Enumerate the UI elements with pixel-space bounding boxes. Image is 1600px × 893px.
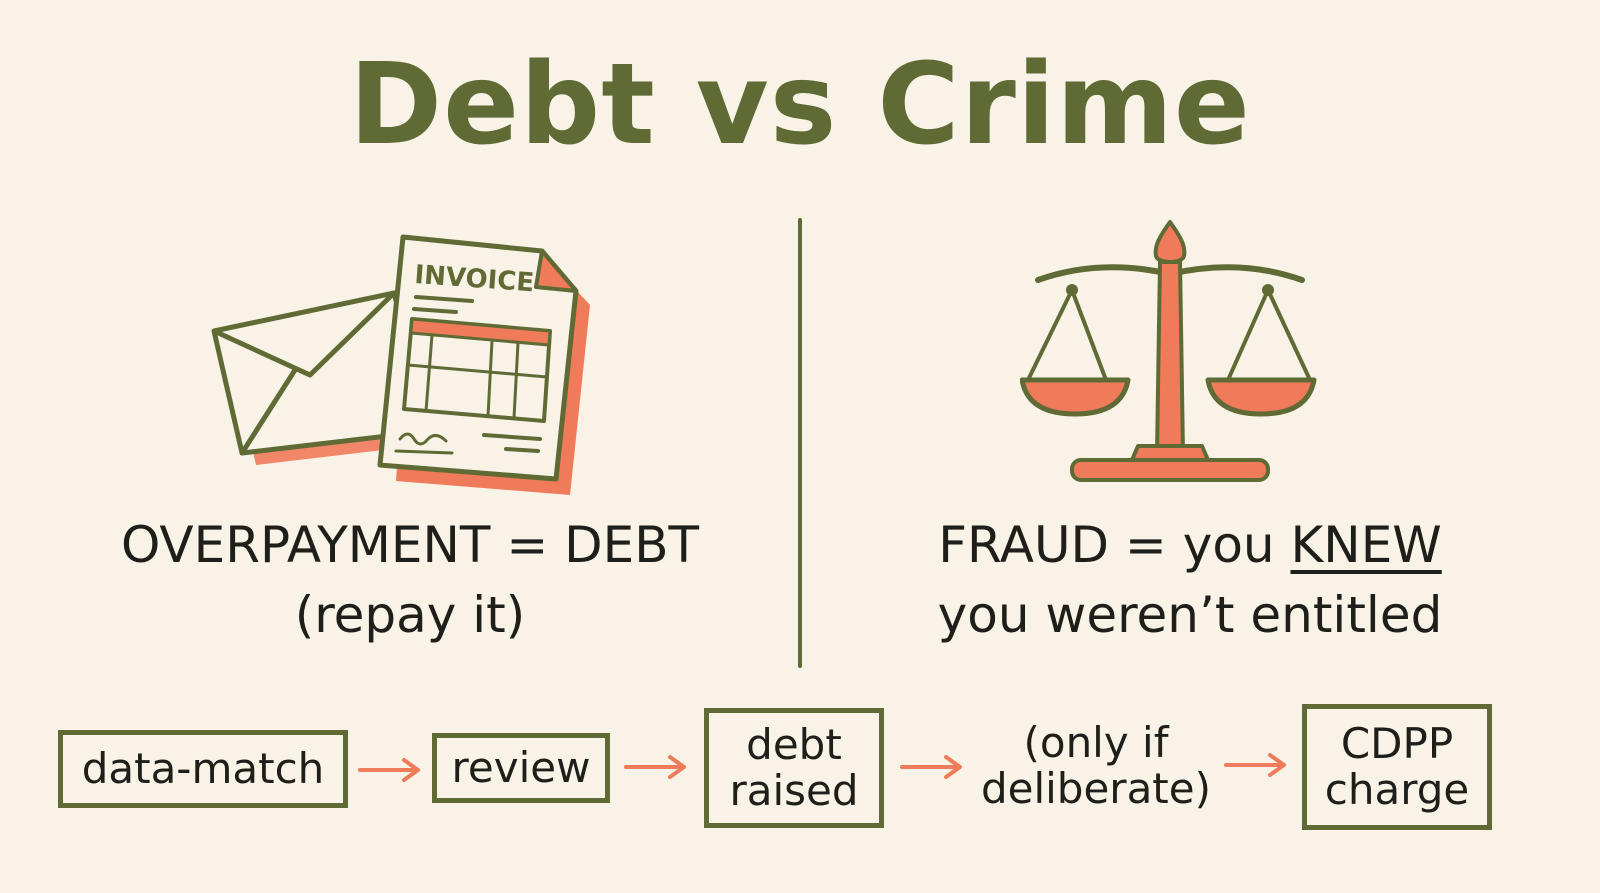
fraud-caption-line1: FRAUD = you KNEW: [860, 510, 1520, 580]
arrow-right-icon: [624, 755, 686, 779]
flow-step-debt-raised: debt raised: [704, 708, 884, 828]
flow-step-cdpp-charge: CDPP charge: [1302, 704, 1492, 830]
flow-step-condition: (only if deliberate): [968, 710, 1224, 822]
flow-step-label-line1: debt: [746, 720, 842, 769]
flow-step-label-line1: CDPP: [1340, 719, 1454, 768]
arrow-right-icon: [358, 758, 420, 782]
flow-step-label-line2: raised: [729, 766, 859, 815]
debt-caption-line2: (repay it): [294, 586, 526, 644]
flow-step-label-line2: charge: [1324, 765, 1470, 814]
scales-of-justice-icon: [1020, 220, 1317, 482]
arrow-right-icon: [900, 755, 962, 779]
debt-caption: OVERPAYMENT = DEBT (repay it): [80, 510, 740, 650]
flow-step-label: review: [451, 743, 591, 792]
fraud-caption-line2: you weren’t entitled: [937, 586, 1443, 644]
fraud-caption-emphasis: KNEW: [1290, 516, 1442, 574]
flow-step-data-match: data-match: [58, 730, 348, 808]
debt-caption-line1: OVERPAYMENT = DEBT: [120, 516, 700, 574]
fraud-caption-prefix: FRAUD = you: [938, 516, 1291, 574]
fraud-caption: FRAUD = you KNEW you weren’t entitled: [860, 510, 1520, 650]
flow-step-label-line1: (only if: [1023, 718, 1169, 767]
page-title: Debt vs Crime: [349, 40, 1251, 170]
envelope-invoice-icon: INVOICE: [211, 234, 590, 495]
flow-step-label-line2: deliberate): [980, 764, 1212, 813]
flow-step-label: data-match: [81, 744, 325, 793]
arrow-right-icon: [1224, 753, 1286, 777]
flow-step-review: review: [432, 733, 610, 803]
center-divider: [798, 218, 802, 668]
